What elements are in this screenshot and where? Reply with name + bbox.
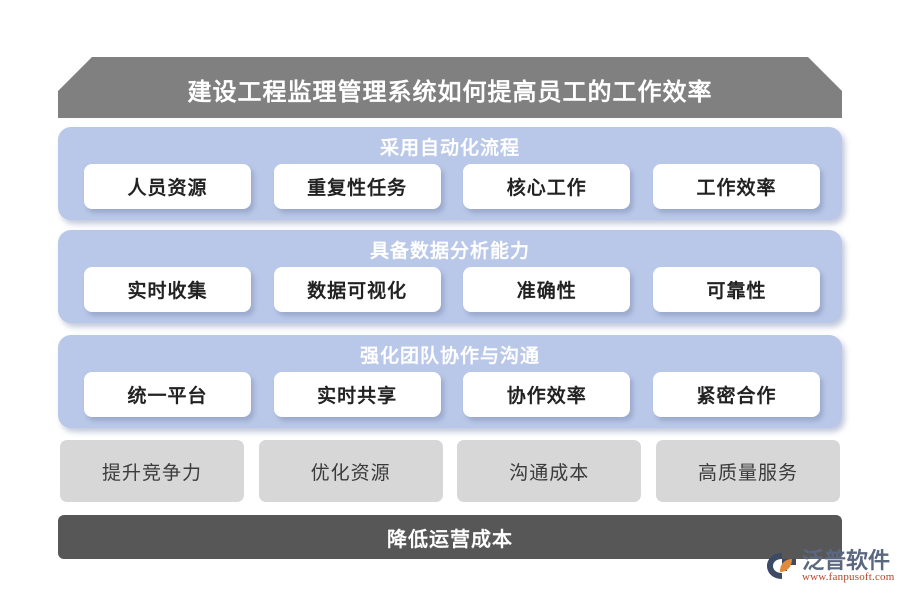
fanpu-logo-icon [766,551,800,581]
page-title: 建设工程监理管理系统如何提高员工的工作效率 [187,79,713,106]
card-label: 统一平台 [127,386,208,407]
card-label: 重复性任务 [307,178,408,199]
card-item[interactable]: 人员资源 [84,164,251,209]
outcome-label: 沟通成本 [509,462,590,484]
card-row-2: 实时收集 数据可视化 准确性 可靠性 [84,267,820,312]
header-banner: 建设工程监理管理系统如何提高员工的工作效率 [58,57,842,118]
section-title-3: 强化团队协作与沟通 [359,346,540,367]
card-label: 紧密合作 [696,386,777,407]
outcome-label: 高质量服务 [697,462,798,484]
section-title-2: 具备数据分析能力 [369,241,530,262]
watermark-text: 泛普软件 www.fanpusoft.com [802,549,895,583]
watermark: 泛普软件 www.fanpusoft.com [766,549,898,597]
outcome-item[interactable]: 提升竞争力 [60,440,244,502]
card-label: 实时共享 [317,386,398,407]
outcome-label: 优化资源 [310,462,391,484]
card-item[interactable]: 工作效率 [652,164,820,209]
section-panel-3: 强化团队协作与沟通 统一平台 实时共享 协作效率 紧密合作 [58,335,842,428]
card-label: 准确性 [516,281,577,302]
watermark-url: www.fanpusoft.com [802,571,895,584]
card-item[interactable]: 核心工作 [463,164,631,209]
card-item[interactable]: 可靠性 [652,267,820,312]
card-row-1: 人员资源 重复性任务 核心工作 工作效率 [84,164,820,209]
footer-label: 降低运营成本 [387,528,513,551]
card-label: 实时收集 [127,281,208,302]
outcome-item[interactable]: 高质量服务 [655,440,840,502]
card-label: 人员资源 [127,178,208,199]
footer-bar: 降低运营成本 [58,515,842,559]
watermark-brand: 泛普软件 [802,548,891,573]
card-label: 核心工作 [506,178,587,199]
card-label: 可靠性 [706,281,767,302]
card-item[interactable]: 数据可视化 [273,267,441,312]
card-item[interactable]: 实时共享 [273,372,441,417]
card-item[interactable]: 重复性任务 [273,164,441,209]
card-item[interactable]: 统一平台 [84,372,251,417]
outcome-item[interactable]: 优化资源 [258,440,443,502]
outcome-row: 提升竞争力 优化资源 沟通成本 高质量服务 [60,440,840,502]
card-label: 协作效率 [506,386,587,407]
card-item[interactable]: 紧密合作 [652,372,820,417]
section-panel-2: 具备数据分析能力 实时收集 数据可视化 准确性 可靠性 [58,230,842,323]
card-label: 数据可视化 [307,281,408,302]
outcome-item[interactable]: 沟通成本 [457,440,642,502]
card-row-3: 统一平台 实时共享 协作效率 紧密合作 [84,372,820,417]
outcome-label: 提升竞争力 [101,462,202,484]
card-item[interactable]: 协作效率 [463,372,631,417]
card-item[interactable]: 准确性 [463,267,631,312]
section-panel-1: 采用自动化流程 人员资源 重复性任务 核心工作 工作效率 [58,127,842,220]
section-title-1: 采用自动化流程 [379,138,520,159]
card-label: 工作效率 [696,178,777,199]
card-item[interactable]: 实时收集 [84,267,251,312]
